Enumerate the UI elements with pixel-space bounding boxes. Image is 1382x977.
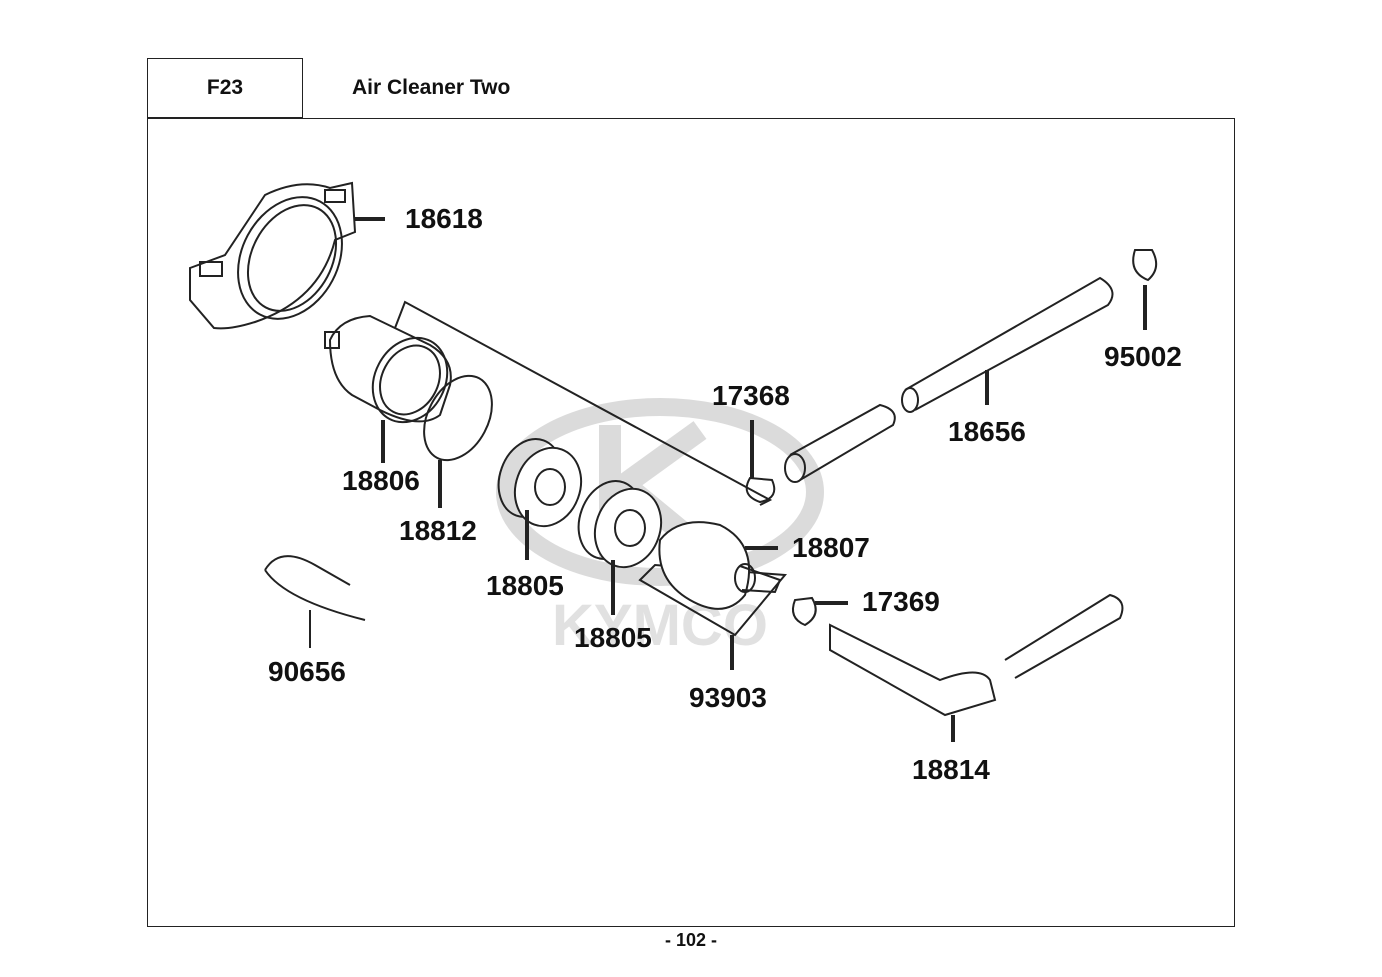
part-label-18814: 18814 — [912, 754, 990, 785]
part-label-18618: 18618 — [405, 203, 483, 234]
hose-lower — [829, 593, 1124, 717]
air-cleaner-band — [189, 181, 357, 330]
part-label-95002: 95002 — [1104, 341, 1182, 372]
diagram-frame — [147, 118, 1235, 927]
assembly-outline-bottom — [638, 563, 788, 637]
part-label-93903: 93903 — [689, 682, 767, 713]
part-label-17368: 17368 — [712, 380, 790, 411]
assembly-outline-top — [394, 300, 773, 506]
leader-lines — [355, 217, 1147, 742]
part-label-18807: 18807 — [792, 532, 870, 563]
part-label-90656: 90656 — [268, 656, 346, 687]
part-label-18805-a: 18805 — [486, 570, 564, 601]
hose-clamp-95002 — [1132, 249, 1158, 282]
filter-element-1 — [497, 438, 583, 528]
cable-tie — [264, 555, 366, 621]
part-label-18812: 18812 — [399, 515, 477, 546]
hose-clamp-17368 — [745, 476, 776, 504]
part-label-18805-b: 18805 — [574, 622, 652, 653]
drawing-lines — [189, 181, 1158, 717]
part-label-18806: 18806 — [342, 465, 420, 496]
part-label-17369: 17369 — [862, 586, 940, 617]
section-title-text: Air Cleaner Two — [352, 76, 511, 99]
o-ring — [423, 374, 493, 462]
part-label-18656: 18656 — [948, 416, 1026, 447]
air-cleaner-case — [324, 314, 452, 424]
hose-upper — [784, 276, 1114, 483]
filter-cover — [658, 521, 782, 610]
section-code: F23 — [147, 58, 303, 118]
hose-clamp-17369 — [792, 596, 817, 627]
page-number: - 102 - — [664, 930, 718, 950]
